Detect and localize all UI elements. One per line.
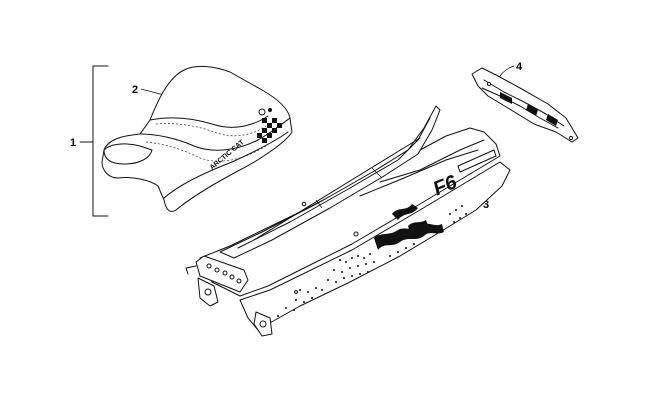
callout-1: 1 bbox=[70, 137, 76, 149]
callout-3: 3 bbox=[483, 199, 489, 211]
callout-4: 4 bbox=[516, 61, 523, 73]
seat: ARCTIC CAT bbox=[101, 65, 293, 213]
rear-flap bbox=[471, 67, 579, 143]
tunnel-perforations bbox=[277, 205, 467, 317]
tunnel: F6 bbox=[185, 105, 511, 337]
assembly-bracket bbox=[79, 65, 109, 217]
callout-2: 2 bbox=[132, 84, 138, 96]
seat-checker-decal bbox=[257, 108, 282, 143]
